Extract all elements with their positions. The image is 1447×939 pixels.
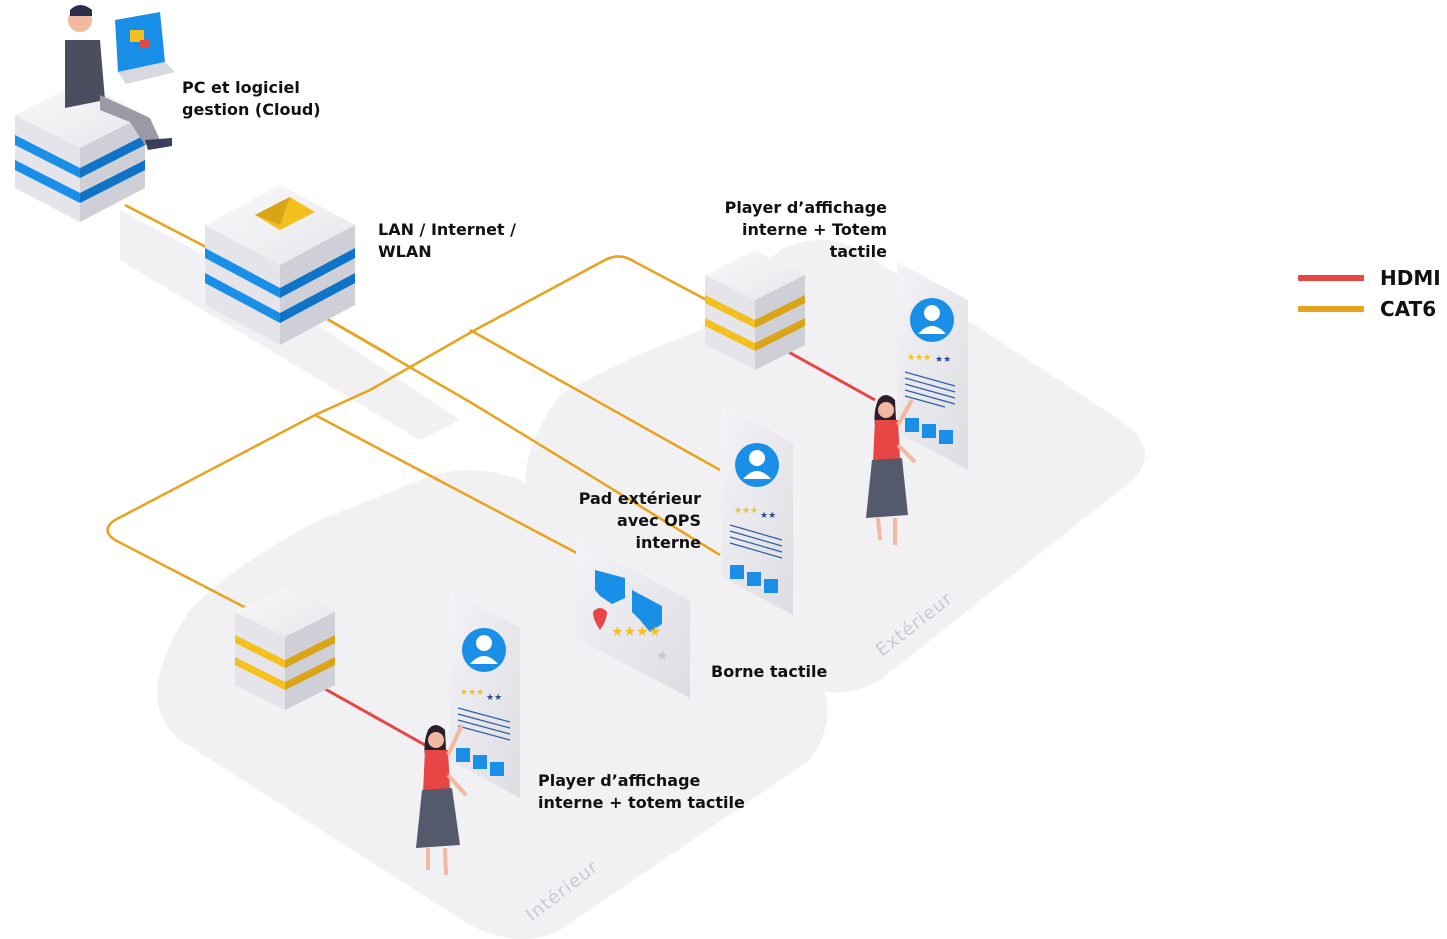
svg-text:★★★: ★★★	[734, 506, 758, 516]
legend-label: CAT6	[1380, 296, 1437, 321]
pc-label-line: PC et logiciel	[182, 78, 300, 97]
svg-text:★★: ★★	[935, 355, 951, 365]
player-exterior-label-line: tactile	[829, 242, 887, 261]
cat6-ext-to-totem	[469, 328, 721, 472]
svg-text:★★: ★★	[486, 693, 502, 703]
legend-item-hdmi: HDMI	[1298, 262, 1441, 293]
svg-text:★★★★: ★★★★	[611, 624, 661, 640]
borne-tactile-panel: ★★★★ ★	[576, 540, 690, 698]
network-label-line: LAN / Internet /	[378, 220, 516, 239]
exterior-player-cube	[705, 250, 805, 370]
pad-label: Pad extérieur avec OPS interne	[579, 488, 701, 554]
pad-label-line: interne	[635, 533, 701, 552]
network-label: LAN / Internet / WLAN	[378, 219, 516, 263]
cat6-swatch	[1298, 305, 1364, 312]
player-interior-label: Player d’affichage interne + totem tacti…	[538, 770, 745, 814]
network-server	[205, 185, 355, 345]
hdmi-ext	[784, 348, 876, 402]
pc-server	[15, 82, 145, 222]
hdmi-cables	[317, 348, 876, 747]
legend-item-cat6: CAT6	[1298, 293, 1441, 324]
cat6-branch-borne	[313, 328, 591, 562]
legend: HDMI CAT6	[1298, 262, 1441, 324]
totem-interior: ★★★ ★★	[450, 590, 520, 798]
legend-label: HDMI	[1380, 265, 1441, 290]
borne-label-line: Borne tactile	[711, 662, 828, 681]
svg-text:★★★: ★★★	[907, 353, 931, 363]
pad-label-line: avec OPS	[617, 511, 701, 530]
exterior-platform	[525, 240, 1145, 693]
hdmi-int	[317, 683, 426, 747]
svg-text:★: ★	[656, 648, 669, 664]
pc-label: PC et logiciel gestion (Cloud)	[182, 77, 321, 121]
svg-text:★★: ★★	[760, 511, 776, 521]
svg-text:★★★: ★★★	[460, 688, 484, 698]
interior-player-cube	[235, 587, 335, 710]
player-interior-label-line: interne + totem tactile	[538, 793, 745, 812]
pc-label-line: gestion (Cloud)	[182, 100, 321, 119]
totem-exterior: ★★★ ★★	[897, 262, 968, 470]
totem-pad: ★★★ ★★	[722, 405, 793, 615]
player-interior-label-line: Player d’affichage	[538, 771, 701, 790]
player-exterior-label: Player d’affichage interne + Totem tacti…	[725, 197, 887, 263]
cat6-branch-ext	[474, 255, 736, 332]
borne-label: Borne tactile	[711, 661, 827, 683]
cat6-branch-int	[106, 413, 316, 612]
woman-exterior-icon	[866, 395, 917, 545]
network-label-line: WLAN	[378, 242, 432, 261]
player-exterior-label-line: interne + Totem	[741, 220, 887, 239]
pad-label-line: Pad extérieur	[578, 489, 701, 508]
hdmi-swatch	[1298, 274, 1364, 281]
player-exterior-label-line: Player d’affichage	[724, 198, 887, 217]
woman-interior-icon	[416, 724, 468, 876]
person-laptop-icon	[65, 5, 175, 150]
